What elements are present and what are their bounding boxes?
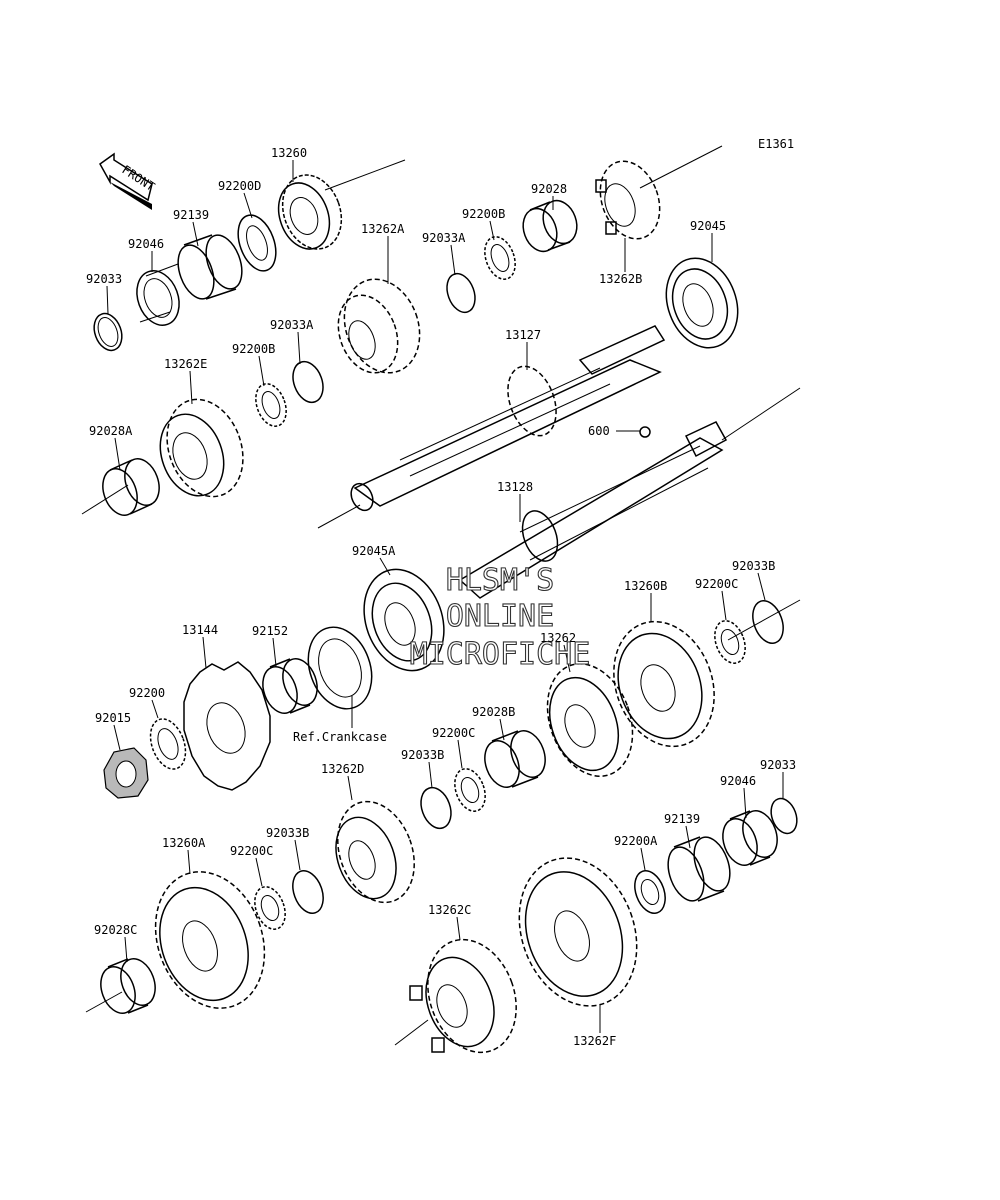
- label-92045A: 92045A: [352, 544, 396, 558]
- label-92033B-mid: 92033B: [401, 748, 444, 762]
- watermark: HLSM'S ONLINE MICROFICHE: [409, 562, 591, 672]
- part-600-ball: [639, 426, 651, 438]
- part-92033A-circlip-mid: [292, 360, 324, 404]
- part-13262A-gear: [337, 278, 421, 374]
- label-13262B: 13262B: [599, 272, 642, 286]
- part-92200B-washer-top: [484, 236, 516, 280]
- part-92033A-circlip-top: [446, 272, 476, 314]
- label-92028C: 92028C: [94, 923, 137, 937]
- label-92139-top: 92139: [173, 208, 209, 222]
- part-13262E-gear: [159, 398, 244, 498]
- label-92200C-right: 92200C: [695, 577, 738, 591]
- part-13262-gear: [546, 663, 634, 777]
- label-13262: 13262: [540, 631, 576, 645]
- label-92028A: 92028A: [89, 424, 133, 438]
- part-13262F-gear: [518, 857, 638, 1007]
- diagram-code: E1361: [758, 137, 794, 151]
- part-92028A-bearing: [102, 458, 160, 516]
- label-92033-bot: 92033: [760, 758, 796, 772]
- part-92200C-washer-mid: [454, 768, 486, 812]
- part-13262B-gear: [595, 160, 661, 240]
- axis-lines: [81, 145, 801, 1046]
- label-92046-top: 92046: [128, 237, 164, 251]
- part-13128-shaft: [458, 421, 728, 599]
- part-92200D-washer: [237, 214, 277, 272]
- part-92028C-bearing: [100, 958, 156, 1014]
- label-92200B-mid: 92200B: [232, 342, 275, 356]
- label-13262D: 13262D: [321, 762, 364, 776]
- label-13260A: 13260A: [162, 836, 206, 850]
- label-92200: 92200: [129, 686, 165, 700]
- part-92200C-washer-left: [254, 886, 286, 930]
- part-92045A-ball-bearing: [363, 568, 445, 672]
- part-92200-washer: [149, 718, 187, 770]
- label-13262A: 13262A: [361, 222, 405, 236]
- watermark-line-1: HLSM'S: [446, 563, 554, 598]
- label-92045: 92045: [690, 219, 726, 233]
- label-13262C: 13262C: [428, 903, 471, 917]
- label-13262F: 13262F: [573, 1034, 616, 1048]
- part-92033-circlip-top: [93, 312, 123, 352]
- part-92015-nut: [103, 747, 149, 799]
- part-92033B-circlip-right: [752, 600, 784, 644]
- label-600: 600: [588, 424, 610, 438]
- part-92046-needle-bearing-bot: [722, 810, 778, 866]
- label-13260B: 13260B: [624, 579, 667, 593]
- part-crankcase-seal: [307, 626, 373, 710]
- part-92152-collar: [262, 658, 318, 714]
- part-92033B-circlip-mid: [420, 786, 452, 830]
- label-92033A-mid: 92033A: [270, 318, 314, 332]
- label-ref-crankcase: Ref.Crankcase: [293, 730, 387, 744]
- label-92033B-left: 92033B: [266, 826, 309, 840]
- part-92033-circlip-bot: [770, 797, 798, 835]
- label-92200C-mid: 92200C: [432, 726, 475, 740]
- part-13260A-gear: [154, 871, 266, 1009]
- part-13262D-gear: [335, 800, 415, 904]
- part-13127-shaft: [350, 325, 666, 512]
- label-92033A-top: 92033A: [422, 231, 466, 245]
- label-92028B: 92028B: [472, 705, 515, 719]
- label-92033-top: 92033: [86, 272, 122, 286]
- label-92139-bot: 92139: [664, 812, 700, 826]
- part-13262C-gear: [409, 938, 517, 1054]
- label-13127: 13127: [505, 328, 541, 342]
- part-92028B-bearing: [484, 730, 546, 788]
- part-92045-ball-bearing: [665, 257, 739, 349]
- label-92152: 92152: [252, 624, 288, 638]
- leader-lines: [106, 160, 784, 1033]
- label-92046-bot: 92046: [720, 774, 756, 788]
- watermark-line-2: ONLINE: [446, 599, 554, 634]
- part-92139-collar-top: [177, 234, 243, 300]
- label-92200C-left: 92200C: [230, 844, 273, 858]
- watermark-line-3: MICROFICHE: [410, 637, 591, 672]
- part-92200B-washer-mid: [255, 383, 287, 427]
- label-92028: 92028: [531, 182, 567, 196]
- part-labels: E1361 13260 92200D 92139 92046 92033 920…: [86, 137, 796, 1048]
- part-92139-collar-bot: [667, 836, 731, 902]
- part-13260-gear: [277, 174, 343, 250]
- label-13128: 13128: [497, 480, 533, 494]
- label-92015: 92015: [95, 711, 131, 725]
- label-92033B-right: 92033B: [732, 559, 775, 573]
- label-13262E: 13262E: [164, 357, 207, 371]
- label-92200D: 92200D: [218, 179, 261, 193]
- part-92028-bearing: [522, 199, 578, 253]
- part-92200C-washer-right: [714, 620, 746, 664]
- front-arrow-icon: FRONT: [99, 152, 157, 210]
- label-13260: 13260: [271, 146, 307, 160]
- label-13144: 13144: [182, 623, 218, 637]
- part-92200A-washer: [634, 870, 666, 914]
- part-13260B-gear: [613, 620, 715, 748]
- part-13144-sprocket: [183, 661, 271, 791]
- part-92033B-circlip-left: [292, 870, 324, 914]
- part-92046-needle-bearing-top: [136, 263, 180, 326]
- label-92200A: 92200A: [614, 834, 658, 848]
- label-92200B-top: 92200B: [462, 207, 505, 221]
